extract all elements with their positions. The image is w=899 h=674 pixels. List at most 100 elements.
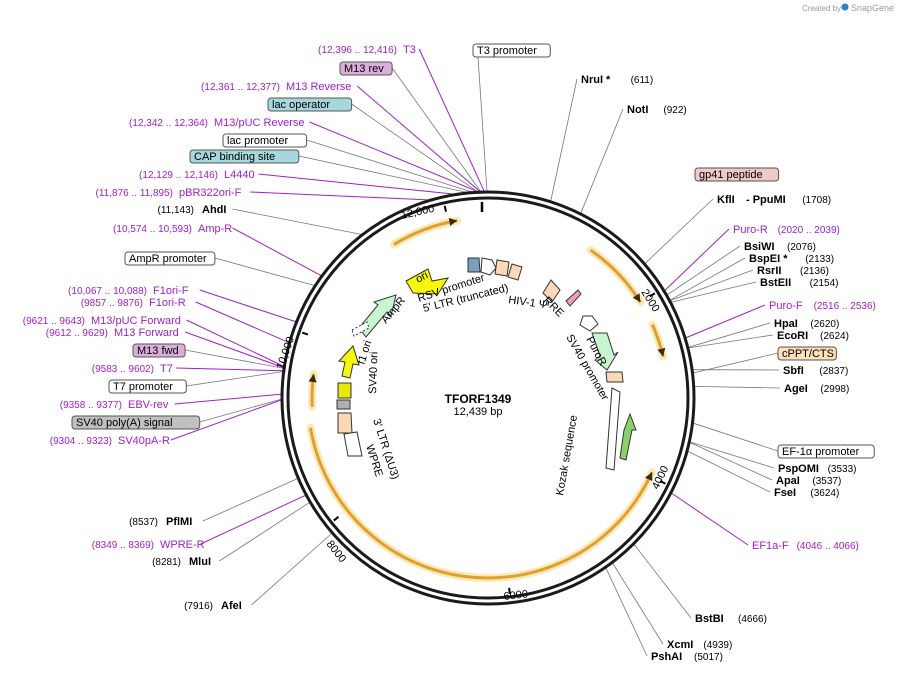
- feature-label-lac-promoter[interactable]: lac promoter: [222, 133, 308, 148]
- primer-position: (2516 .. 2536): [814, 301, 876, 312]
- feature-label-cppt-cts[interactable]: cPPT/CTS: [777, 346, 837, 361]
- primer-pbr322ori-f[interactable]: pBR322ori-F(11,876 .. 11,895): [96, 187, 242, 199]
- enzyme-name: BspEI *: [749, 253, 788, 265]
- feature-label-cap-binding-site[interactable]: CAP binding site: [189, 149, 300, 164]
- primer-leader: [356, 85, 482, 193]
- primer-m13-forward[interactable]: M13 Forward(9612 .. 9629): [46, 327, 179, 339]
- enzyme-site-sbfi[interactable]: SbfI(2837): [783, 365, 848, 377]
- enzyme-site-apai[interactable]: ApaI(3537): [776, 475, 841, 487]
- 5-ltr-feature: [480, 257, 497, 276]
- feature-label-text: gp41 peptide: [699, 169, 763, 181]
- primer-l4440[interactable]: L4440(12,129 .. 12,146): [139, 169, 255, 181]
- enzyme-site-pspomi[interactable]: PspOMI(3533): [778, 463, 857, 475]
- feature-label-text: lac promoter: [227, 135, 288, 147]
- feature-label-m13-fwd[interactable]: M13 fwd: [132, 343, 186, 358]
- enzyme-name: KflI: [717, 194, 735, 206]
- enzyme-name: XcmI: [667, 639, 693, 651]
- primer-sv40pa-r[interactable]: SV40pA-R(9304 .. 9323): [50, 435, 170, 447]
- orf-arc-d: [389, 216, 462, 249]
- primer-name: EBV-rev: [128, 399, 169, 411]
- feature-leader: [351, 103, 479, 193]
- enzyme-site-bsiwi[interactable]: BsiWI(2076): [744, 241, 816, 253]
- enzyme-site-ecori[interactable]: EcoRI(2624): [777, 330, 849, 342]
- brand-text: SnapGene: [851, 3, 894, 13]
- enzyme-site-mlui[interactable]: MluI (8281): [152, 556, 211, 568]
- labels[interactable]: NruI *(611) NotI(922) KflI - PpuMI(1708) Bsi…: [23, 43, 876, 663]
- feature-label-text: M13 fwd: [137, 345, 179, 357]
- primer-name: EF1a-F: [752, 540, 789, 552]
- enzyme-leader: [611, 562, 664, 645]
- rsv-promoter-feature: [467, 257, 481, 273]
- feature-label-gp41-peptide[interactable]: gp41 peptide: [694, 167, 780, 182]
- primer-puro-r[interactable]: Puro-R(2020 .. 2039): [733, 224, 840, 236]
- orf-arc-c: [306, 423, 657, 582]
- feature-label-t7-promoter[interactable]: T7 promoter: [108, 379, 187, 394]
- feature-label-t3-promoter[interactable]: T3 promoter: [472, 43, 551, 58]
- enzyme-position: (922): [663, 105, 686, 116]
- enzyme-site-kfli[interactable]: KflI: [717, 194, 735, 206]
- enzyme-site-hpai[interactable]: HpaI(2620): [774, 318, 839, 330]
- primer-puro-f[interactable]: Puro-F(2516 .. 2536): [769, 300, 876, 312]
- primer-leader: [195, 301, 290, 344]
- primer-wpre-r[interactable]: WPRE-R(8349 .. 8369): [92, 539, 205, 551]
- primer-f1ori-r[interactable]: F1ori-R(9857 .. 9876): [81, 297, 186, 309]
- enzyme-position: (611): [631, 75, 654, 86]
- enzyme-name: - PpuMI: [746, 194, 786, 206]
- feature-label-box: [777, 346, 837, 361]
- enzyme-site-bspei[interactable]: BspEI *(2133): [749, 253, 834, 265]
- feature-label-m13-rev[interactable]: M13 rev: [339, 61, 393, 76]
- enzyme-site-pflmi[interactable]: PflMI(8537): [129, 516, 192, 528]
- primer-amp-r[interactable]: Amp-R(10,574 .. 10,593): [113, 223, 232, 235]
- enzyme-site-rsrii[interactable]: RsrII(2136): [757, 265, 829, 277]
- feature-label-lac-operator[interactable]: lac operator: [267, 97, 353, 112]
- primer-position: (4046 .. 4066): [797, 541, 859, 552]
- primer-name: WPRE-R: [160, 539, 205, 551]
- feature-label-box: [339, 61, 393, 76]
- primer-position: (9621 .. 9643): [23, 316, 85, 327]
- rre-feature: [542, 279, 561, 303]
- primer-f1ori-f[interactable]: F1ori-F(10,067 .. 10,088): [68, 285, 189, 297]
- enzyme-site-fsei[interactable]: FseI(3624): [774, 487, 839, 499]
- snapgene-logo-icon: [841, 3, 849, 11]
- enzyme-site-afei[interactable]: AfeI(7916): [184, 600, 242, 612]
- enzyme-site-noti[interactable]: NotI(922): [627, 104, 687, 116]
- feature-label-ef-1-promoter[interactable]: EF-1α promoter: [777, 444, 875, 459]
- primer-name: SV40pA-R: [118, 435, 170, 447]
- enzyme-site-bsteii[interactable]: BstEII(2154): [760, 277, 839, 289]
- enzyme-position: (8281): [152, 557, 181, 568]
- primer-ebv-rev[interactable]: EBV-rev(9358 .. 9377): [60, 399, 169, 411]
- orf-arc-c-line: [309, 427, 654, 580]
- enzyme-site-ppumi[interactable]: - PpuMI(1708): [746, 194, 831, 206]
- primer-t3[interactable]: T3(12,396 .. 12,416): [318, 44, 416, 56]
- enzyme-site-pshai[interactable]: PshAI (5017): [651, 651, 723, 663]
- primer-m13-puc-forward[interactable]: M13/pUC Forward(9621 .. 9643): [23, 315, 181, 327]
- primer-m13-puc-reverse[interactable]: M13/pUC Reverse(12,342 .. 12,364): [129, 117, 304, 129]
- enzyme-position: (7916): [184, 601, 213, 612]
- enzyme-name: PshAI: [651, 651, 682, 663]
- primer-leader: [663, 228, 730, 292]
- enzyme-site-nrui[interactable]: NruI *(611): [581, 74, 653, 86]
- enzyme-site-ahdi[interactable]: AhdI(11,143): [157, 204, 226, 216]
- primer-m13-reverse[interactable]: M13 Reverse(12,361 .. 12,377): [201, 81, 351, 93]
- enzyme-site-agei[interactable]: AgeI(2998): [784, 383, 849, 395]
- credit-logo: Created by SnapGene: [802, 3, 894, 13]
- enzyme-site-xcmi[interactable]: XcmI(4939): [667, 639, 732, 651]
- enzyme-position: (2076): [787, 242, 816, 253]
- feature-label-box: [694, 167, 780, 182]
- enzyme-position: (11,143): [157, 205, 194, 216]
- feature-label-ampr-promoter[interactable]: AmpR promoter: [124, 251, 216, 266]
- enzyme-name: MluI: [189, 556, 211, 568]
- enzyme-position: (5017): [694, 652, 723, 663]
- feature-label-sv40-poly-a-signal[interactable]: SV40 poly(A) signal: [71, 415, 201, 430]
- orf-arc-b-arrowhead: [657, 347, 666, 357]
- enzyme-leader: [202, 477, 299, 522]
- enzyme-leader: [669, 269, 754, 302]
- enzyme-name: PflMI: [166, 516, 192, 528]
- enzyme-site-bstbi[interactable]: BstBI(4666): [695, 613, 767, 625]
- primer-ef1a-f[interactable]: EF1a-F (4046 .. 4066): [752, 540, 859, 552]
- feature-track: [306, 216, 668, 582]
- primer-t7[interactable]: T7(9583 .. 9602): [92, 363, 173, 375]
- enzyme-position: (2154): [810, 278, 839, 289]
- primer-name: M13/pUC Reverse: [214, 117, 304, 129]
- backbone: [280, 190, 696, 606]
